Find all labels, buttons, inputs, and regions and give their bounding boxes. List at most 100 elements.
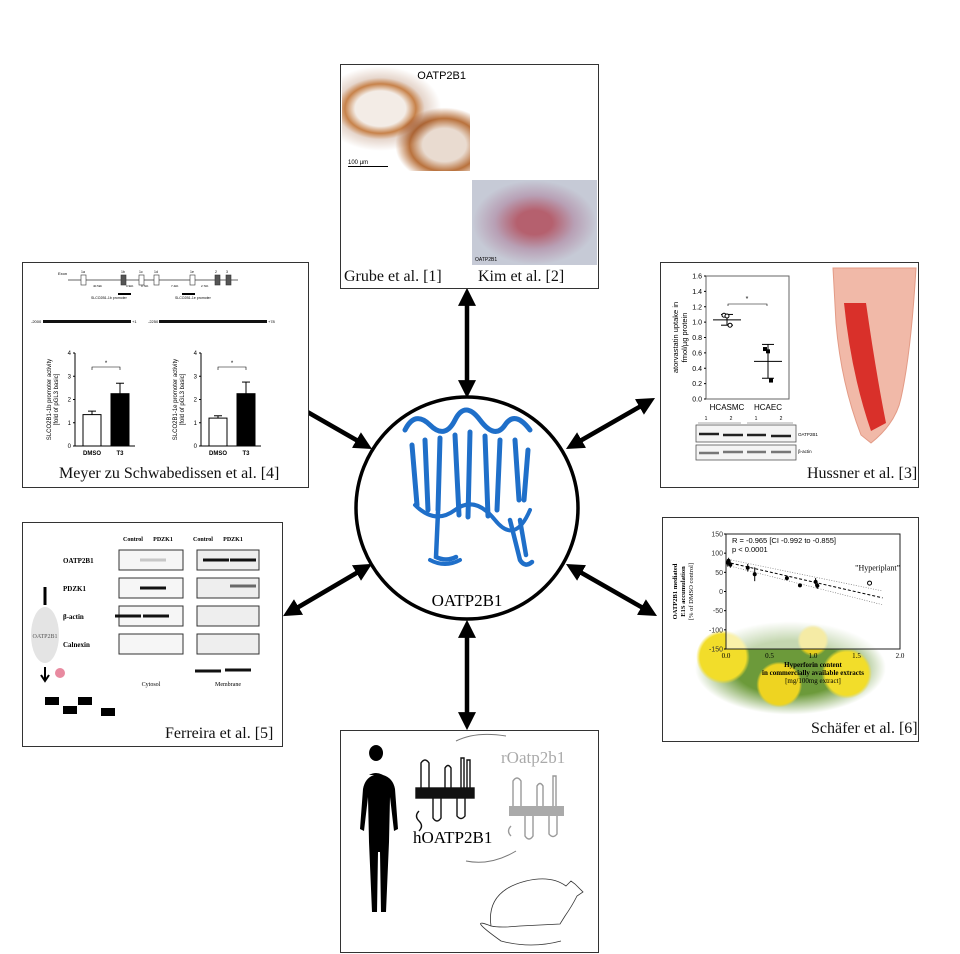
plot-frame xyxy=(705,275,790,400)
exon-label: 1e xyxy=(190,270,194,274)
blot-strip xyxy=(196,633,260,655)
caption-hussner: Hussner et al. [3] xyxy=(807,465,918,482)
lane-label: 2 xyxy=(730,416,733,422)
y-tick-label: 1.2 xyxy=(692,304,702,311)
promoter-label: SLCO2B1-1b promoter xyxy=(91,296,128,300)
bar xyxy=(236,393,256,447)
y-tick-label: -100 xyxy=(709,627,723,634)
y-tick-label: 1.0 xyxy=(692,320,702,327)
bar xyxy=(110,393,130,447)
data-point xyxy=(784,576,789,581)
column-label: Control xyxy=(193,537,213,543)
vessel-lumen xyxy=(844,303,886,431)
exon-box xyxy=(120,274,127,286)
y-tick-label: 0.0 xyxy=(692,397,702,404)
y-axis-label: fmol/µg protein xyxy=(680,313,689,363)
y-axis-label: [fold of pGL3 basic] xyxy=(180,373,186,425)
row-label: PDZK1 xyxy=(63,585,86,593)
data-point xyxy=(815,583,820,588)
x-axis-label: Hyperforin content xyxy=(784,661,842,669)
data-point xyxy=(726,558,731,563)
blot-row-label: β-actin xyxy=(798,449,812,454)
center-label: OATP2B1 xyxy=(432,591,503,610)
rat-outline-icon xyxy=(480,878,584,946)
caption-kim: Kim et al. [2] xyxy=(478,268,565,285)
pdz-domain-icon xyxy=(55,668,65,678)
blot-strip xyxy=(118,549,184,571)
stats-label: R = -0.965 [CI -0.992 to -0.855] xyxy=(732,536,836,545)
significance-marker: * xyxy=(746,296,749,303)
x-tick-label: T3 xyxy=(116,451,124,457)
exon-box xyxy=(80,274,87,286)
regression-line xyxy=(725,561,883,599)
outlier-point xyxy=(867,580,873,586)
data-point xyxy=(797,583,802,588)
bar xyxy=(82,414,102,447)
y-tick-label: 100 xyxy=(711,551,723,558)
y-axis-label: [fold of pGL3 basic] xyxy=(54,373,60,425)
data-point xyxy=(813,579,818,584)
y-axis-label: E1S accumulation xyxy=(680,566,687,617)
x-tick-label: 2.0 xyxy=(896,652,905,660)
confidence-band xyxy=(725,558,883,592)
image-label: OATP2B1 xyxy=(475,257,498,263)
x-tick-label: 1.0 xyxy=(809,652,818,660)
y-tick-label: 150 xyxy=(711,532,723,539)
blot-strip xyxy=(118,633,184,655)
coord-label: +1 xyxy=(132,319,137,324)
human-silhouette-icon xyxy=(360,745,398,912)
exon-box xyxy=(189,274,196,286)
placenta-ihc-image: OATP2B1 100 µm xyxy=(342,67,470,171)
y-tick-label: 3 xyxy=(68,374,72,380)
y-axis-label: atorvastatin uptake in xyxy=(671,302,680,373)
y-tick-label: 2 xyxy=(68,398,72,404)
data-point xyxy=(724,313,730,319)
y-axis-label: [% of DMSO control] xyxy=(688,563,695,620)
intron-length: 2.7kb xyxy=(201,284,209,288)
coord-label: +78 xyxy=(268,319,276,324)
data-point xyxy=(769,378,773,383)
panel-tissue-staining: OATP2B1 100 µm OATP2B1 Grube et al. [1] … xyxy=(340,64,599,289)
column-label: PDZK1 xyxy=(223,537,243,543)
coord-label: -2000 xyxy=(31,319,42,324)
y-tick-label: 50 xyxy=(715,570,723,577)
arrow-lower-right xyxy=(565,563,658,617)
significance-bracket xyxy=(217,366,247,370)
lane-label: 1 xyxy=(755,416,758,422)
y-axis-label: SLCO2B1-1e promoter activity xyxy=(173,359,179,440)
exon-label: 1b xyxy=(121,270,125,274)
arrow-upper-right xyxy=(565,397,656,450)
fraction-label: Cytosol xyxy=(142,682,161,688)
y-tick-label: 0.4 xyxy=(692,366,702,373)
blot-row-label: OATP2B1 xyxy=(798,432,818,437)
outlier-annotation: "Hyperiplant" xyxy=(855,563,900,572)
fraction-label: Membrane xyxy=(215,682,241,688)
exon-label: Exon xyxy=(58,271,67,276)
exon-box xyxy=(153,274,160,286)
significance-bracket xyxy=(91,366,121,370)
plot-frame xyxy=(725,533,901,650)
y-tick-label: 4 xyxy=(68,351,72,357)
row-label: OATP2B1 xyxy=(63,557,94,565)
data-point xyxy=(728,562,733,567)
y-tick-label: 2 xyxy=(194,398,198,404)
intron-length: 40.5kb xyxy=(93,284,102,288)
x-tick-label: DMSO xyxy=(83,451,101,457)
y-tick-label: 0 xyxy=(194,444,198,450)
caption-grube: Grube et al. [1] xyxy=(344,268,442,285)
exon-box xyxy=(225,274,232,286)
y-tick-label: 0.8 xyxy=(692,335,702,342)
data-point xyxy=(727,322,733,328)
exon-label: 2 xyxy=(215,270,217,274)
hoatp2b1-topology-icon xyxy=(415,757,475,832)
caption-schafer: Schäfer et al. [6] xyxy=(811,720,918,737)
exon-label: 1a xyxy=(81,270,85,274)
